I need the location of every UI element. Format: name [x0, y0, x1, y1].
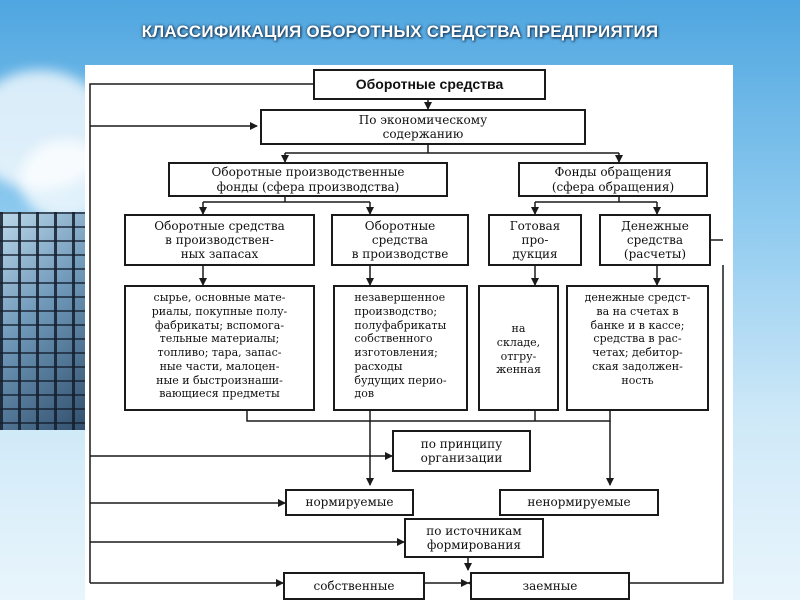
production-funds-box: Оборотные производственные фонды (сфера …	[168, 162, 448, 197]
slide-title: КЛАССИФИКАЦИЯ ОБОРОТНЫХ СРЕДСТВА ПРЕДПРИ…	[141, 22, 659, 41]
borrowed-box: заемные	[470, 572, 630, 600]
cash-detail-box: денежные средст- ва на счетах в банке и …	[566, 285, 709, 411]
background-building-image	[0, 212, 90, 430]
stocks-box: Оборотные средства в производствен- ных …	[124, 214, 315, 266]
in-production-box: Оборотные средства в производстве	[331, 214, 469, 266]
sources-box: по источникам формирования	[404, 518, 544, 558]
normed-box: нормируемые	[285, 489, 414, 516]
non-normed-box: ненормируемые	[499, 489, 659, 516]
circulation-funds-box: Фонды обращения (сфера обращения)	[518, 162, 708, 197]
connector-lines	[89, 83, 724, 587]
finished-goods-box: Готовая про- дукция	[488, 214, 582, 266]
production-detail-box: незавершенное производство; полуфабрикат…	[333, 285, 468, 411]
cash-box: Денежные средства (расчеты)	[599, 214, 711, 266]
diagram-panel: Оборотные средства По экономическому сод…	[85, 65, 733, 600]
own-box: собственные	[283, 572, 425, 600]
root-box: Оборотные средства	[313, 69, 546, 100]
economic-content-box: По экономическому содержанию	[260, 109, 586, 145]
goods-detail-box: на складе, отгру- женная	[478, 285, 559, 411]
stocks-detail-box: сырье, основные мате- риалы, покупные по…	[124, 285, 315, 411]
organization-principle-box: по принципу организации	[392, 430, 531, 472]
